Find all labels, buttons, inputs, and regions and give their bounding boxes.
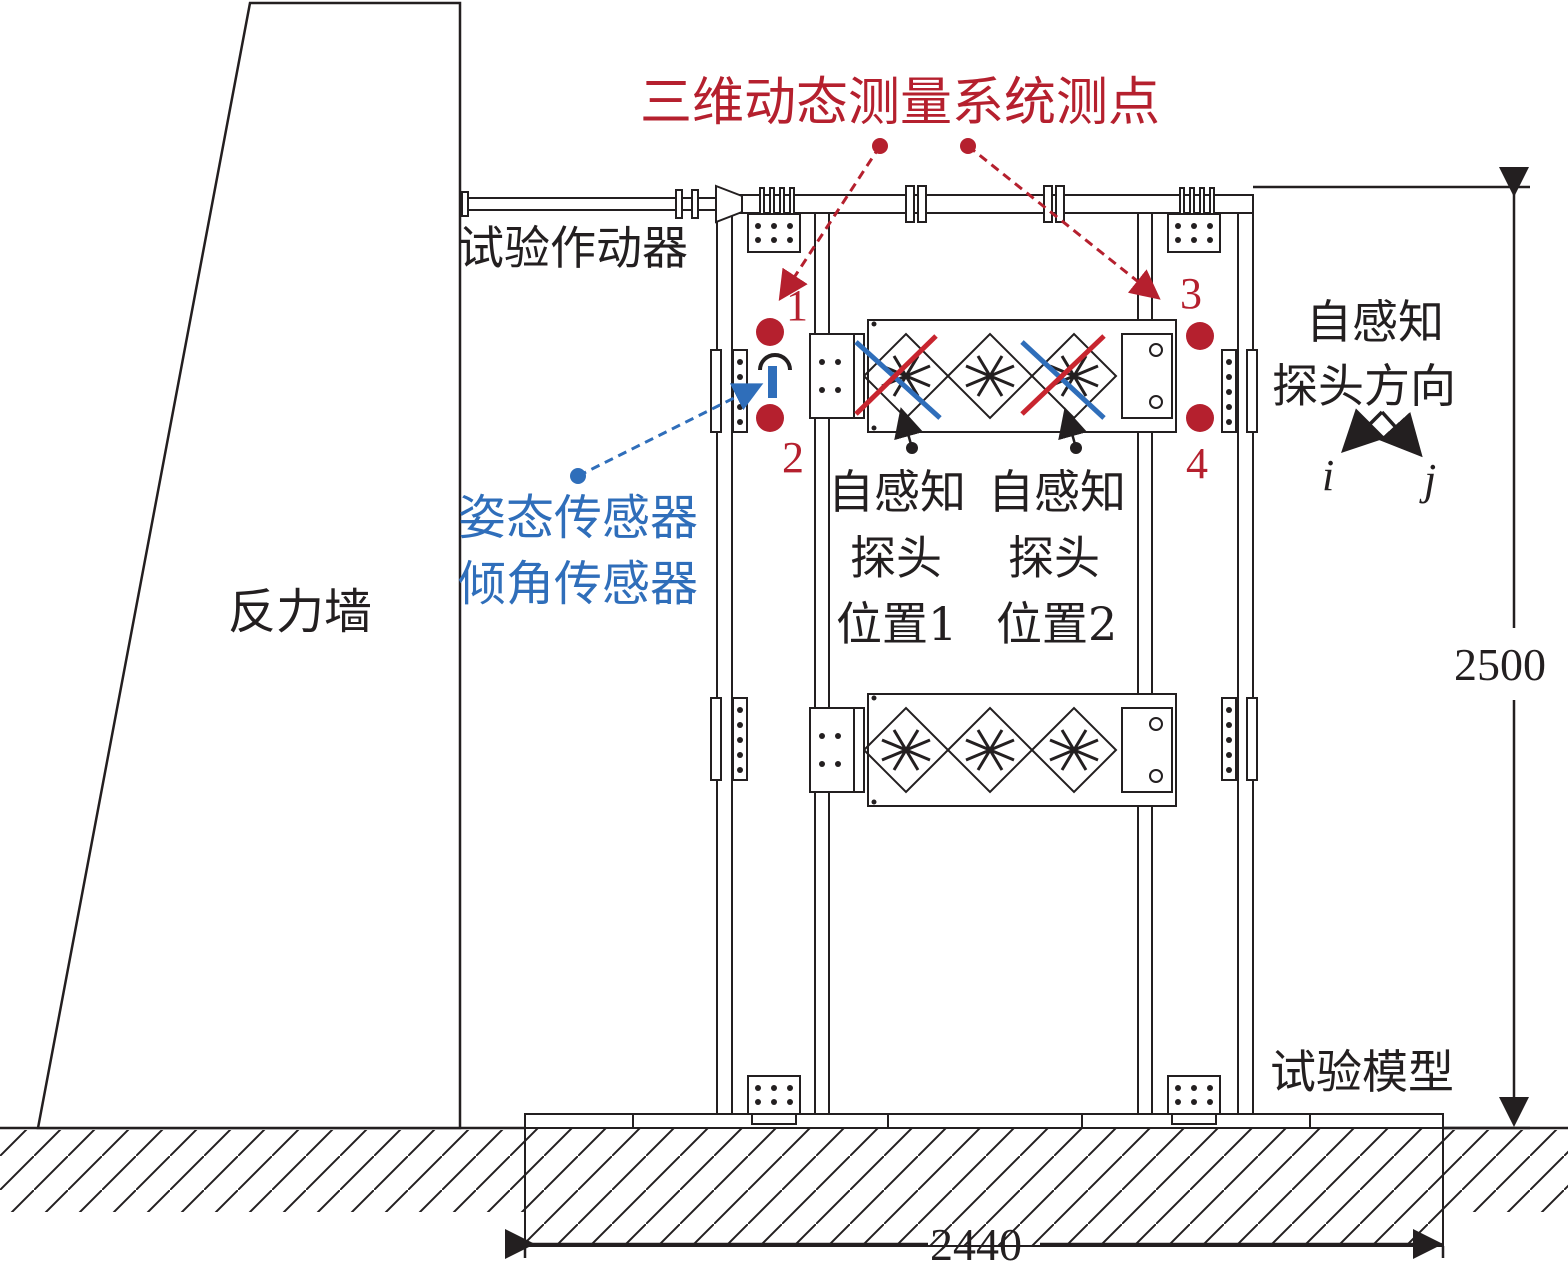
measure-point-3 [1186, 322, 1214, 350]
test-model-label: 试验模型 [1270, 1045, 1454, 1099]
probe-pos1-line3: 位置1 [836, 597, 957, 651]
posture-sensor [758, 353, 792, 398]
measure-point-1 [756, 318, 784, 346]
point-2-label: 2 [782, 433, 804, 482]
posture-sensor-label: 姿态传感器 [458, 490, 698, 546]
actuator-label: 试验作动器 [458, 221, 688, 275]
measure-point-4 [1186, 404, 1214, 432]
probe-pos1-line2: 探头 [850, 531, 942, 585]
axis-j-label: j [1419, 455, 1436, 504]
axis-i-label: i [1322, 451, 1334, 500]
dimension-height [1253, 167, 1530, 1130]
point-1-label: 1 [786, 281, 808, 330]
width-dimension: 2440 [930, 1219, 1022, 1270]
dimension-width [505, 1229, 1445, 1259]
tilt-sensor-label: 倾角传感器 [458, 556, 698, 612]
measure-system-title: 三维动态测量系统测点 [640, 73, 1160, 133]
probe-direction-arrows [1341, 408, 1423, 458]
upper-damper-nodes [881, 355, 1099, 397]
point-4-label: 4 [1186, 439, 1208, 488]
probe-pos2-line2: 探头 [1008, 531, 1100, 585]
lower-damper [809, 693, 1177, 807]
probe-pos2-line3: 位置2 [996, 597, 1117, 651]
probe-pos2-line1: 自感知 [988, 465, 1126, 519]
point-3-label: 3 [1180, 269, 1202, 318]
probe-direction-line2: 探头方向 [1272, 359, 1456, 413]
probe-direction-line1: 自感知 [1306, 295, 1444, 349]
sensor-leader [570, 383, 764, 484]
actuator [461, 184, 1065, 224]
measurement-points [756, 318, 1214, 432]
reaction-wall [36, 1, 462, 1130]
measure-leaders [778, 138, 1161, 302]
probe-pos1-line1: 自感知 [828, 465, 966, 519]
top-plates [747, 187, 1221, 253]
reaction-wall-label: 反力墙 [228, 584, 372, 640]
height-dimension: 2500 [1454, 639, 1546, 690]
probe-pointers [894, 407, 1088, 454]
measure-point-2 [756, 404, 784, 432]
upper-damper [809, 319, 1177, 433]
bottom-plates [747, 1075, 1221, 1125]
